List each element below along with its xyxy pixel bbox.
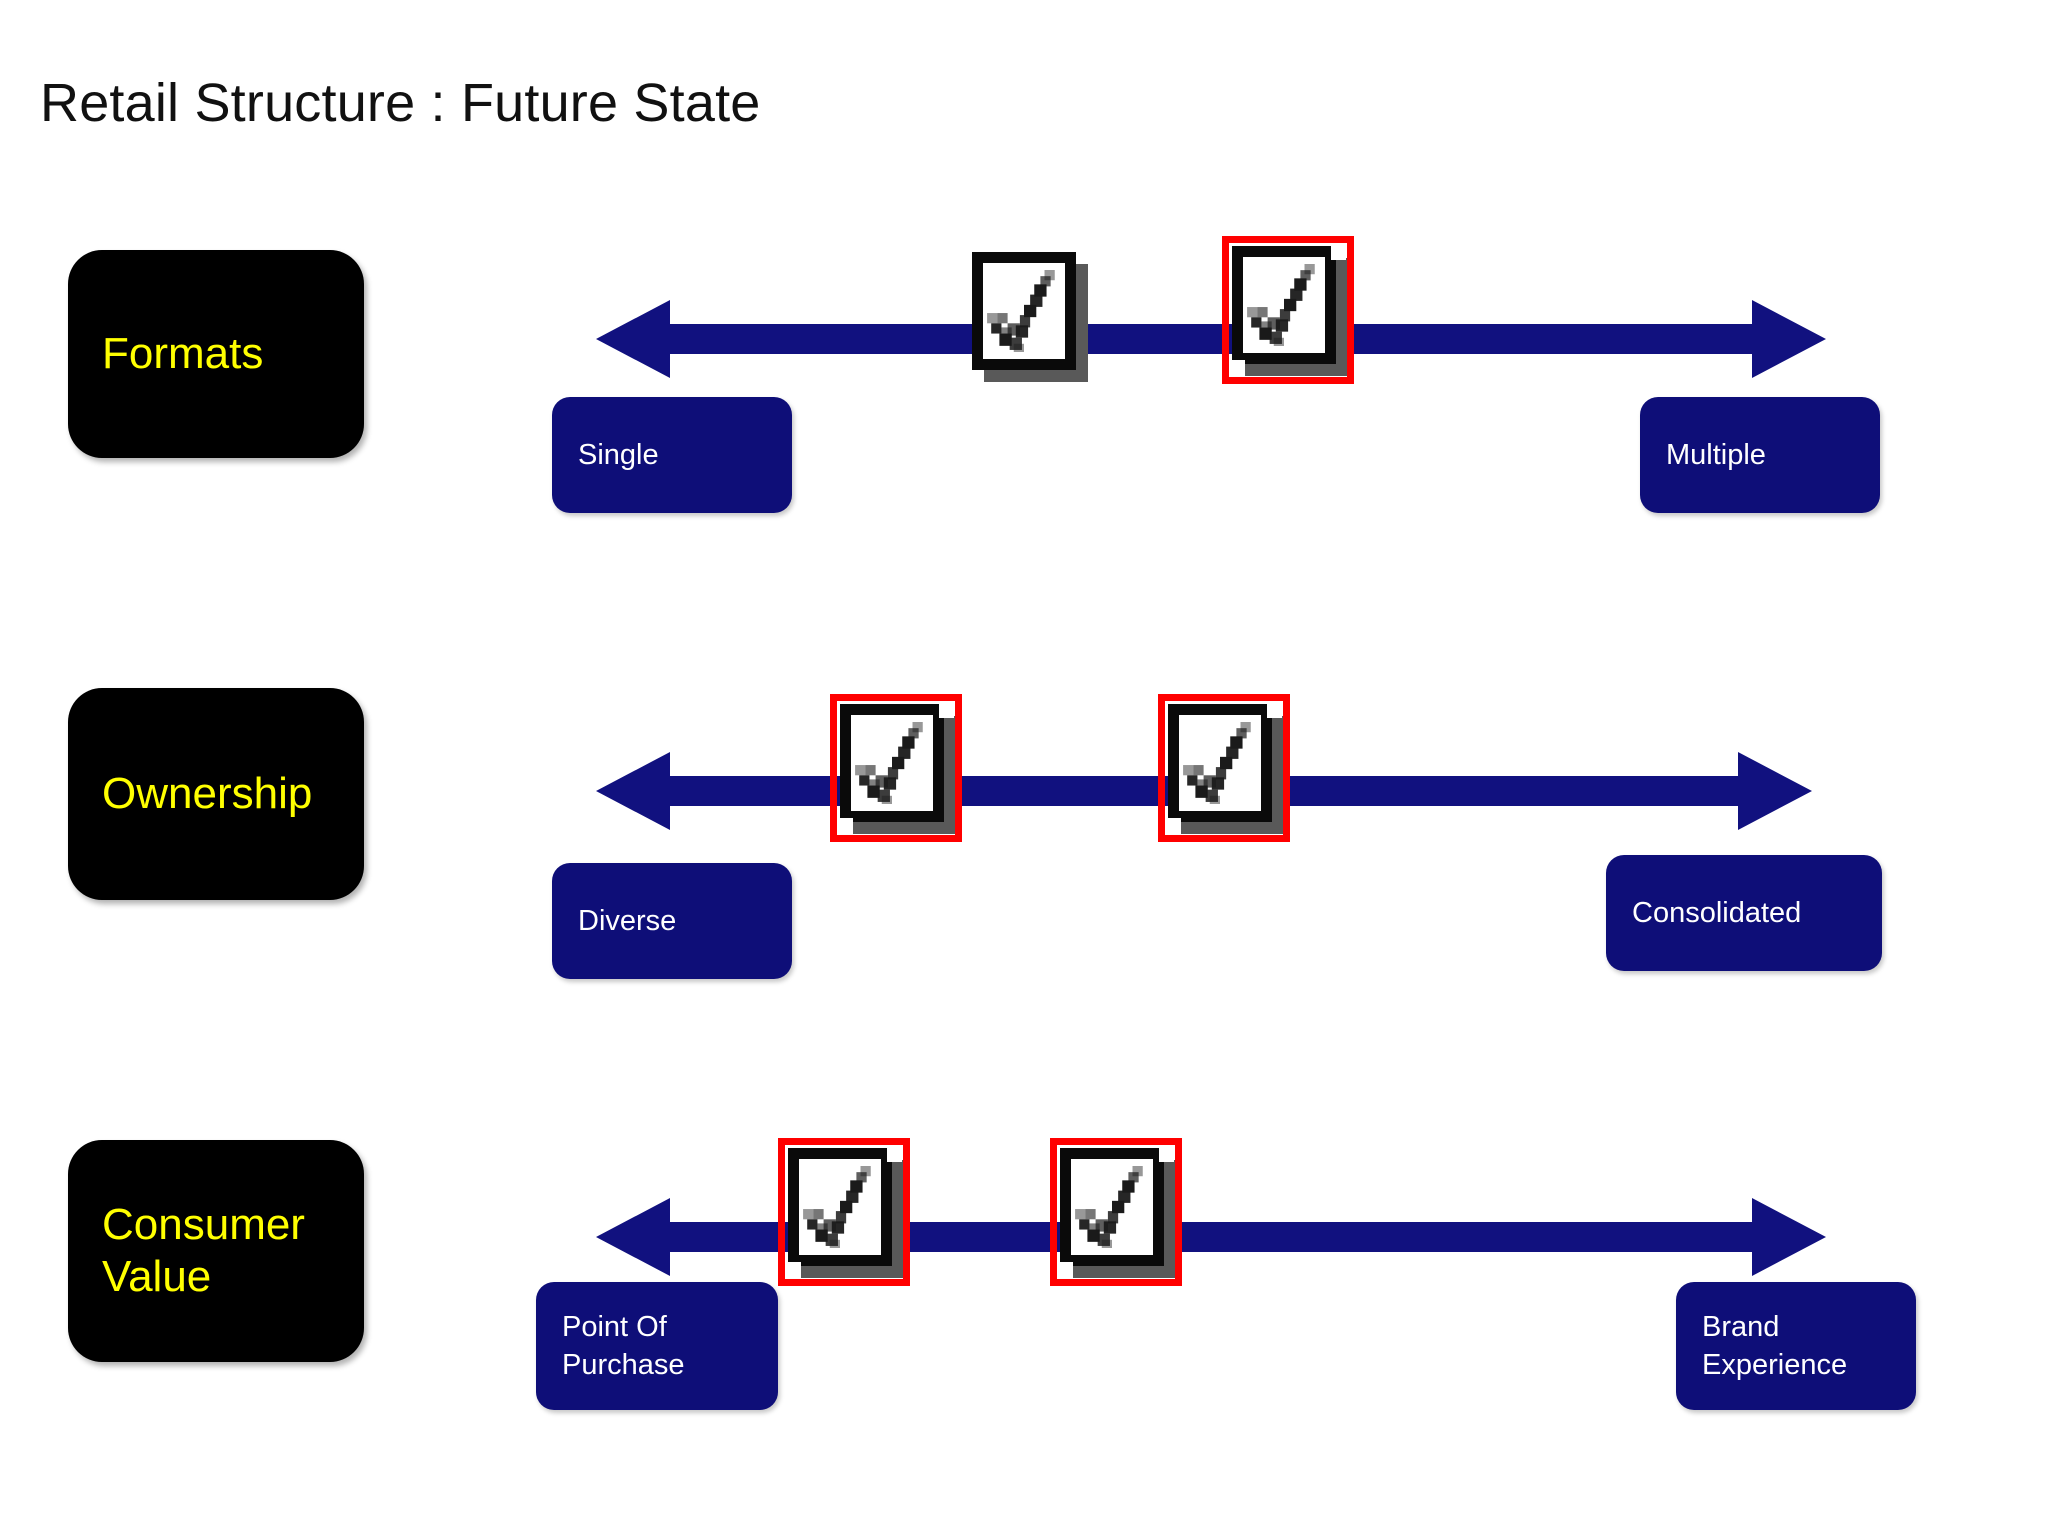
checkmark-icon [840,704,944,822]
spectrum-row-consumer-value: Consumer Value [0,1100,2048,1430]
marker-selection-outline [1158,694,1290,842]
checkmark-marker-selected[interactable] [778,1138,910,1286]
checkmark-icon [1232,246,1336,364]
checkmark-icon [1168,704,1272,822]
category-chip-consumer-value[interactable]: Consumer Value [68,1140,364,1362]
category-chip-ownership[interactable]: Ownership [68,688,364,900]
marker-selection-outline [778,1138,910,1286]
checkmark-marker-selected[interactable] [1050,1138,1182,1286]
endpoint-label-left[interactable]: Single [552,397,792,513]
marker-selection-outline [1222,236,1354,384]
endpoint-label-text: Consolidated [1632,896,1802,929]
category-label: Ownership [102,769,313,819]
corner-handle-top-right [1159,1146,1174,1162]
endpoint-label-right[interactable]: Consolidated [1606,855,1882,971]
checkmark-icon [788,1148,892,1266]
corner-handle-bottom-left [838,818,853,834]
checkmark-marker[interactable] [962,242,1094,390]
endpoint-label-right[interactable]: Multiple [1640,397,1880,513]
endpoint-label-text: Diverse [578,904,677,937]
endpoint-label-text: Multiple [1666,438,1766,471]
marker-selection-outline [830,694,962,842]
endpoint-label-left[interactable]: Point Of Purchase [536,1282,778,1410]
checkmark-icon [972,252,1076,370]
page-title: Retail Structure : Future State [40,73,761,133]
corner-handle-top-right [1331,244,1346,260]
checkmark-marker-selected[interactable] [1158,694,1290,842]
checkmark-marker-selected[interactable] [830,694,962,842]
corner-handle-top-right [887,1146,902,1162]
corner-handle-bottom-left [786,1262,801,1278]
spectrum-row-formats: Formats [0,220,2048,540]
corner-handle-top-right [1267,702,1282,718]
corner-handle-bottom-left [1058,1262,1073,1278]
marker-selection-outline [1050,1138,1182,1286]
endpoint-label-text: Brand Experience [1702,1310,1848,1381]
endpoint-label-left[interactable]: Diverse [552,863,792,979]
category-label: Consumer Value [102,1200,305,1301]
corner-handle-top-right [939,702,954,718]
marker-selection-outline [962,242,1094,390]
spectrum-row-ownership: Ownership [0,650,2048,979]
checkmark-marker-selected[interactable] [1222,236,1354,384]
double-arrow-axis [596,294,1826,384]
checkmark-icon [1060,1148,1164,1266]
corner-handle-bottom-left [1166,818,1181,834]
category-chip-formats[interactable]: Formats [68,250,364,458]
endpoint-label-text: Point Of Purchase [562,1310,685,1381]
category-label: Formats [102,329,264,379]
endpoint-label-right[interactable]: Brand Experience [1676,1282,1916,1410]
endpoint-label-text: Single [578,438,659,471]
corner-handle-bottom-left [1230,360,1245,376]
double-arrow-axis [596,1192,1826,1282]
